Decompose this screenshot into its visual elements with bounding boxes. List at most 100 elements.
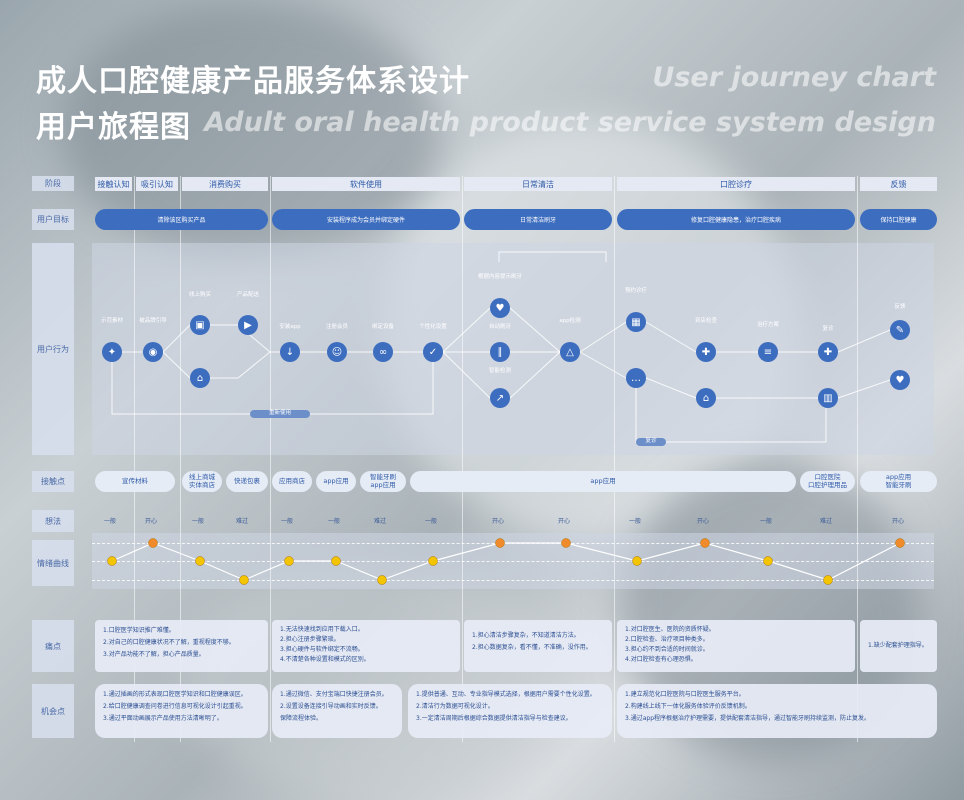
store-icon[interactable]: ⌂ [190,368,210,388]
opportunity-panel-4: 1.建立规范化口腔医院与口腔医生服务平台。 2.构建线上线下一体化服务体验评价反… [617,684,937,738]
behavior-label: 被品牌引导 [139,318,167,324]
behavior-label: 自动刷牙 [488,324,511,330]
touchpoint-9: app应用 智能牙刷 [860,471,937,492]
touchpoint-8: 口腔医院 口腔护理用品 [800,471,855,492]
emotion-curve-line [111,542,901,581]
settings-check-icon[interactable]: ✓ [423,342,443,362]
opportunity-item: 1.提供普通、互动、专业指导模式选择，根据用户需要个性化设置。 [416,691,596,698]
opportunity-panel-2: 1.通过微信、支付宝端口快捷注册会员。 2.设置设备连接引导动画和实时反馈。 保… [272,684,402,738]
checkup-icon[interactable]: ✚ [696,342,716,362]
column-divider [857,176,858,742]
opportunity-item: 保障流程体验。 [280,715,323,722]
page-subtitle: 用户旅程图 [36,110,191,145]
opportunity-item: 3.通过平面动画展示产品使用方法清晰明了。 [103,715,223,722]
truck-icon[interactable]: ▶ [238,315,258,335]
emotion-face-icon [107,556,117,566]
register-icon[interactable]: ☺ [327,342,347,362]
stage-header-6: 口腔诊疗 [617,177,855,191]
feedback-icon[interactable]: ✎ [890,320,910,340]
pain-item: 4.对口腔检查有心理恐惧。 [625,655,697,663]
chat-icon[interactable]: … [626,368,646,388]
thought-label: 一般 [192,518,205,525]
goal-5: 保持口腔健康 [860,209,937,230]
shopping-bag-icon[interactable]: ▣ [190,315,210,335]
touchpoint-6: 智能牙刷 app应用 [360,471,406,492]
app-install-icon[interactable]: ↓ [280,342,300,362]
medkit-icon[interactable]: ✚ [818,342,838,362]
pain-item: 2.担心数据复杂，看不懂，不准确，没作用。 [472,644,592,651]
opportunity-panel-1: 1.通过插画的形式表现口腔医学知识和口腔健康误区。 2.给口腔健康调查问卷进行信… [95,684,268,738]
behavior-band [92,243,934,455]
row-label-emotion: 情绪曲线 [32,540,74,586]
pain-item: 1.无法快速找到应用下载入口。 [280,626,364,633]
thought-label: 开心 [558,518,571,525]
goal-2: 安装程序成为会员并绑定硬件 [272,209,460,230]
pain-item: 4.不清楚各种设置和模式的区别。 [280,655,370,663]
thought-label: 一般 [760,518,773,525]
emotion-face-icon [284,556,294,566]
stage-header-5: 日常清洁 [464,177,612,191]
stage-header-7: 反馈 [860,177,937,191]
thought-label: 开心 [492,518,505,525]
opportunity-item: 2.构建线上线下一体化服务体验评价反馈机制。 [625,703,751,710]
warning-icon[interactable]: △ [560,342,580,362]
hospital-icon[interactable]: ⌂ [696,388,716,408]
emotion-face-icon [195,556,205,566]
behavior-label: app检测 [559,318,581,324]
pain-item: 1.口腔医学知识推广难懂。 [103,627,175,634]
emotion-face-icon [700,538,710,548]
row-label-thought: 想法 [32,510,74,532]
row-label-touchpoint: 接触点 [32,471,74,492]
emotion-guide-mid [92,561,934,562]
emotion-face-icon [495,538,505,548]
megaphone-icon[interactable]: ✦ [102,342,122,362]
thought-label: 难过 [820,518,833,525]
plan-icon[interactable]: ≡ [758,342,778,362]
pain-panel-1: 1.口腔医学知识推广难懂。 2.对自己的口腔健康状况不了解，重视程度不够。 3.… [95,620,268,672]
heart-care-icon[interactable]: ♥ [890,370,910,390]
thought-label: 一般 [629,518,642,525]
stage-header-3: 消费购买 [182,177,268,191]
pain-panel-5: 1.缺少配套护理指导。 [860,620,937,672]
pain-item: 2.对自己的口腔健康状况不了解，重视程度不够。 [103,639,235,646]
pain-item: 2.担心注册步骤繁琐。 [280,635,340,643]
stage-header-1: 接触认知 [95,177,132,191]
behavior-label: 注册会员 [325,324,348,330]
row-label-goal: 用户目标 [32,209,74,230]
behavior-label: 线上购买 [188,292,211,298]
touchpoint-3: 快递包裹 [226,471,268,492]
emotion-face-icon [377,575,387,585]
row-label-opportunity: 机会点 [32,684,74,738]
behavior-label: 治疗方案 [756,322,779,328]
behavior-label: 预约诊疗 [624,288,647,294]
link-icon[interactable]: ∞ [373,342,393,362]
emotion-face-icon [823,575,833,585]
pain-item: 3.对产品功能不了解，担心产品质量。 [103,651,205,658]
pain-item: 1.缺少配套护理指导。 [868,642,928,649]
clinic-icon[interactable]: ▥ [818,388,838,408]
pain-panel-3: 1.担心清洁步骤复杂，不知道清洁方法。 2.担心数据复杂，看不懂，不准确，没作用… [464,620,612,672]
pain-panel-4: 1.对口腔医生、医院的资质怀疑。 2.口腔检查、治疗项目种类多。 3.担心约不到… [617,620,855,672]
emotion-face-icon [763,556,773,566]
loop-label-revisit: 复诊 [636,438,666,446]
eye-icon[interactable]: ◉ [143,342,163,362]
pain-item: 1.担心清洁步骤复杂，不知道清洁方法。 [472,632,580,639]
toothbrush-icon[interactable]: ∥ [490,342,510,362]
opportunity-item: 1.通过插画的形式表现口腔医学知识和口腔健康误区。 [103,691,247,698]
thought-label: 难过 [374,518,387,525]
thought-label: 一般 [104,518,117,525]
behavior-label: 反馈 [894,304,906,310]
chart-icon[interactable]: ↗ [490,388,510,408]
stage-header-2: 吸引认知 [136,177,178,191]
behavior-label: 安装app [279,324,301,330]
emotion-guide-low [92,580,934,581]
stage-header-4: 软件使用 [272,177,460,191]
touchpoint-4: 应用商店 [272,471,312,492]
tooth-icon[interactable]: ♥ [490,298,510,318]
calendar-icon[interactable]: ▦ [626,312,646,332]
goal-3: 日常清洁刷牙 [464,209,612,230]
emotion-face-icon [895,538,905,548]
page-title: 成人口腔健康产品服务体系设计 [36,64,470,99]
behavior-label: 根据内容提示刷牙 [477,274,522,280]
